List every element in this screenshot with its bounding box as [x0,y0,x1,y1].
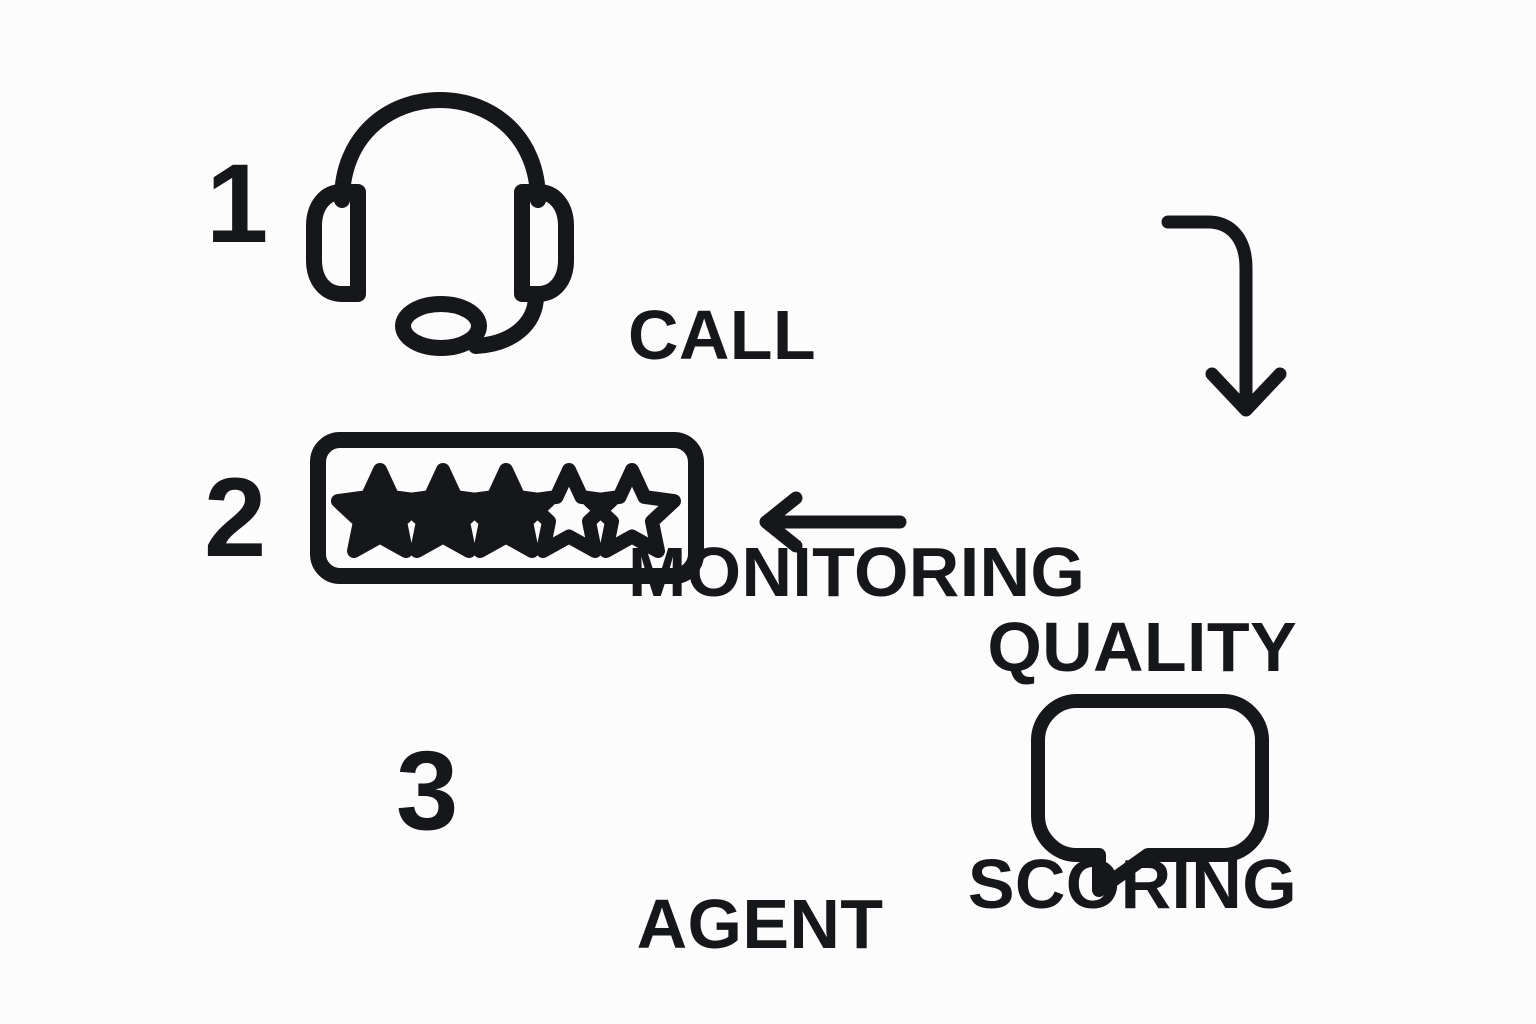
star-empty-5 [583,463,681,558]
step-label-line-2: MONITORING [628,533,1086,612]
step-number-2: 2 [204,455,266,580]
step-label-line-1: CALL [628,296,817,375]
headset-icon [300,92,580,356]
rating-box-outline [310,432,704,584]
step-label-line-1: QUALITY [987,608,1297,687]
step-label-call-monitoring: CALL MONITORING [628,138,1168,771]
step-label-agent-coaching: AGENT COACHING [520,727,1000,1024]
arrow-down-curved-icon [1150,198,1320,448]
star-rating-icon [310,432,704,584]
step-number-1: 1 [206,141,268,266]
step-number-3: 3 [396,728,458,853]
arrow-left-icon [752,491,912,554]
step-label-line-1: AGENT [636,885,884,964]
speech-bubble-icon [1030,692,1278,902]
